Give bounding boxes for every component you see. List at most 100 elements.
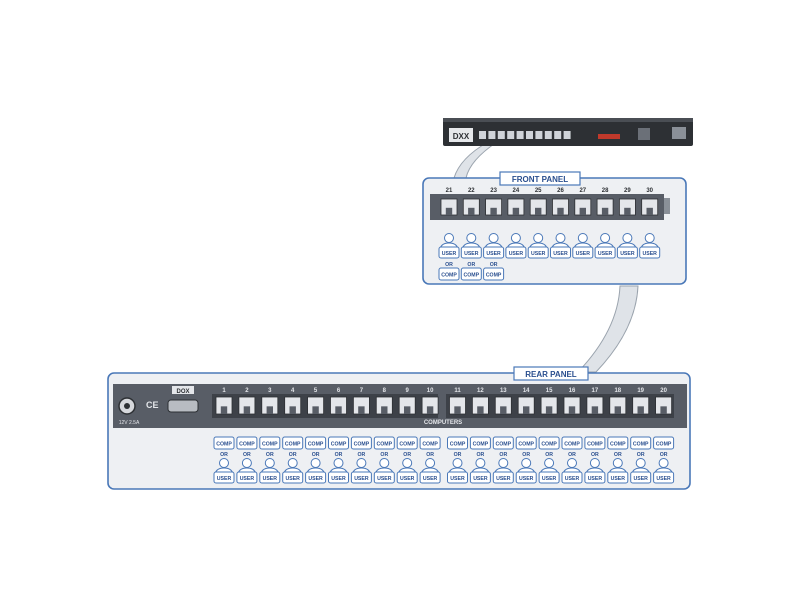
front-user-26: USER bbox=[550, 233, 571, 259]
front-comp-22: COMP bbox=[460, 267, 482, 281]
or-label: OR bbox=[266, 452, 274, 458]
rear-port-number: 11 bbox=[454, 388, 461, 394]
front-port-number: 27 bbox=[579, 188, 586, 194]
rear-port-14 bbox=[517, 396, 535, 415]
rear-user-5: USER bbox=[305, 458, 327, 484]
rear-comp-20: COMP bbox=[653, 436, 675, 450]
rear-port-number: 6 bbox=[337, 388, 341, 394]
front-port-number: 30 bbox=[646, 188, 653, 194]
rear-port-number: 4 bbox=[291, 388, 295, 394]
user-label: USER bbox=[285, 476, 300, 482]
rear-comp-5: COMP bbox=[305, 436, 327, 450]
mini-port bbox=[516, 131, 524, 139]
rear-port-number: 17 bbox=[592, 388, 599, 394]
rear-comp-2: COMP bbox=[236, 436, 258, 450]
comp-label: COMP bbox=[473, 442, 489, 448]
rear-comp-4: COMP bbox=[282, 436, 304, 450]
front-cable bbox=[453, 141, 499, 179]
rear-port-number: 12 bbox=[477, 388, 484, 394]
or-label: OR bbox=[335, 452, 343, 458]
front-user-24: USER bbox=[505, 233, 527, 259]
power-label: 12V 2.5A bbox=[119, 420, 140, 426]
user-label: USER bbox=[308, 476, 323, 482]
serial-port bbox=[167, 399, 199, 413]
rear-comp-6: COMP bbox=[328, 436, 349, 450]
rear-port-number: 10 bbox=[427, 388, 434, 394]
user-label: USER bbox=[450, 476, 465, 482]
user-label: USER bbox=[553, 251, 568, 257]
rear-port-2 bbox=[238, 396, 256, 415]
user-label: USER bbox=[656, 476, 671, 482]
or-label: OR bbox=[568, 452, 576, 458]
rear-port-3 bbox=[261, 396, 279, 415]
comp-label: COMP bbox=[377, 442, 393, 448]
user-label: USER bbox=[473, 476, 488, 482]
rear-port-18 bbox=[609, 396, 627, 415]
rear-user-18: USER bbox=[607, 458, 629, 484]
comp-label: COMP bbox=[422, 442, 438, 448]
rear-comp-10: COMP bbox=[419, 436, 441, 450]
or-label: OR bbox=[445, 262, 453, 268]
front-port-number: 25 bbox=[535, 188, 542, 194]
user-label: USER bbox=[354, 476, 369, 482]
comp-label: COMP bbox=[354, 442, 370, 448]
mini-port bbox=[497, 131, 505, 139]
user-label: USER bbox=[519, 476, 534, 482]
user-label: USER bbox=[240, 476, 255, 482]
or-label: OR bbox=[454, 452, 462, 458]
rear-port-number: 1 bbox=[222, 388, 226, 394]
user-label: USER bbox=[588, 476, 603, 482]
or-label: OR bbox=[312, 452, 320, 458]
front-user-23: USER bbox=[483, 233, 505, 259]
comp-label: COMP bbox=[450, 442, 466, 448]
front-user-29: USER bbox=[616, 233, 638, 259]
front-port-22 bbox=[462, 198, 480, 216]
mini-port bbox=[507, 131, 515, 139]
rear-user-19: USER bbox=[630, 458, 652, 484]
rear-port-1 bbox=[215, 396, 233, 415]
or-label: OR bbox=[477, 452, 485, 458]
rear-port-number: 13 bbox=[500, 388, 507, 394]
comp-label: COMP bbox=[239, 442, 255, 448]
mini-port bbox=[544, 131, 552, 139]
rear-user-13: USER bbox=[492, 458, 514, 484]
comp-label: COMP bbox=[541, 442, 557, 448]
rear-user-16: USER bbox=[561, 458, 583, 484]
rear-comp-8: COMP bbox=[373, 436, 395, 450]
or-label: OR bbox=[403, 452, 411, 458]
comp-label: COMP bbox=[262, 442, 278, 448]
rear-user-17: USER bbox=[584, 458, 606, 484]
rear-port-number: 3 bbox=[268, 388, 272, 394]
device-logo: DXX bbox=[453, 132, 470, 141]
rear-user-6: USER bbox=[328, 458, 349, 484]
or-label: OR bbox=[637, 452, 645, 458]
rear-port-6 bbox=[330, 396, 347, 415]
user-label: USER bbox=[464, 251, 479, 257]
front-port-24 bbox=[507, 198, 525, 216]
rear-comp-15: COMP bbox=[538, 436, 560, 450]
rear-port-number: 14 bbox=[523, 388, 530, 394]
comp-label: COMP bbox=[486, 273, 502, 279]
front-port-number: 23 bbox=[490, 188, 497, 194]
user-label: USER bbox=[620, 251, 635, 257]
user-label: USER bbox=[509, 251, 524, 257]
rear-comp-16: COMP bbox=[561, 436, 583, 450]
rear-logo: DOX bbox=[176, 389, 189, 395]
front-panel-title: FRONT PANEL bbox=[512, 175, 568, 184]
or-label: OR bbox=[289, 452, 297, 458]
rear-comp-1: COMP bbox=[213, 436, 235, 450]
rear-port-5 bbox=[307, 396, 325, 415]
computers-label: COMPUTERS bbox=[424, 420, 462, 426]
front-user-30: USER bbox=[639, 233, 661, 259]
user-label: USER bbox=[423, 476, 438, 482]
user-label: USER bbox=[633, 476, 648, 482]
rear-port-number: 9 bbox=[406, 388, 410, 394]
rear-port-number: 2 bbox=[245, 388, 249, 394]
rear-port-13 bbox=[494, 396, 512, 415]
comp-label: COMP bbox=[633, 442, 649, 448]
device-front-ports bbox=[479, 131, 571, 139]
user-label: USER bbox=[542, 476, 557, 482]
comp-label: COMP bbox=[496, 442, 512, 448]
